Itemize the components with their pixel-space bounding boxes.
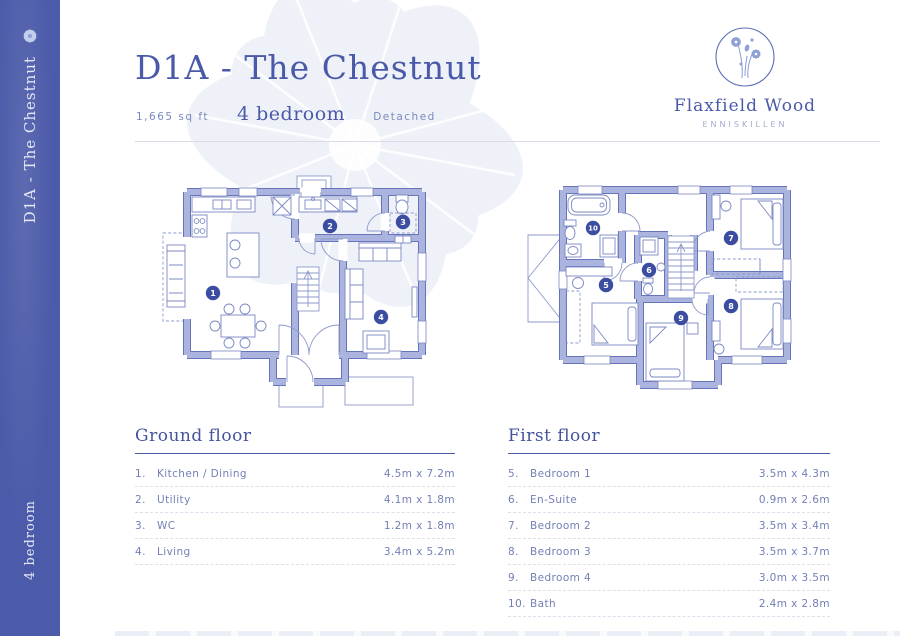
- patio: [344, 376, 414, 406]
- table-row: 5. Bedroom 1 3.5m x 4.3m: [508, 461, 830, 487]
- bedroom2-furniture: [711, 194, 784, 275]
- window: [350, 187, 374, 197]
- window: [657, 380, 693, 390]
- flower-icon: [23, 29, 37, 43]
- bedroom3-furniture: [711, 276, 784, 355]
- table-row: 8. Bedroom 3 3.5m x 3.7m: [508, 539, 830, 565]
- logo-name: Flaxfield Wood: [673, 96, 817, 116]
- window: [417, 252, 427, 282]
- svg-text:1: 1: [210, 289, 216, 298]
- sidebar-vertical-subtitle: 4 bedroom: [22, 500, 38, 580]
- page-title: D1A - The Chestnut: [135, 48, 482, 87]
- type-label: Detached: [373, 111, 436, 123]
- table-row: 7. Bedroom 2 3.5m x 3.4m: [508, 513, 830, 539]
- sidebar: [0, 0, 60, 636]
- window: [731, 355, 763, 365]
- dining-furniture: [166, 244, 267, 349]
- logo-location: ENNISKILLEN: [702, 120, 788, 129]
- room-badges: 1 2 3 4: [205, 214, 411, 325]
- table-row: 4. Living 3.4m x 5.2m: [135, 539, 455, 565]
- ground-floor-heading: Ground floor: [135, 426, 455, 454]
- window: [782, 318, 792, 344]
- svg-text:10: 10: [588, 225, 598, 233]
- first-floor-plan: 10 5 6 7 8 9: [527, 185, 792, 390]
- kitchen-fixtures: [191, 196, 292, 278]
- svg-text:8: 8: [728, 302, 734, 311]
- table-row: 9. Bedroom 4 3.0m x 3.5m: [508, 565, 830, 591]
- bedroom4-furniture: [645, 322, 699, 382]
- svg-text:5: 5: [603, 281, 609, 290]
- table-row: 1. Kitchen / Dining 4.5m x 7.2m: [135, 461, 455, 487]
- svg-text:6: 6: [646, 266, 652, 275]
- table-row: 2. Utility 4.1m x 1.8m: [135, 487, 455, 513]
- svg-text:2: 2: [327, 222, 333, 231]
- bedroom1-furniture: [565, 266, 639, 346]
- svg-text:4: 4: [378, 313, 384, 322]
- svg-text:7: 7: [728, 234, 734, 243]
- bedrooms-label: 4 bedroom: [237, 103, 346, 125]
- header-divider: [135, 141, 880, 142]
- ground-floor-table: Ground floor 1. Kitchen / Dining 4.5m x …: [135, 426, 455, 565]
- brand-logo: Flaxfield Wood ENNISKILLEN: [660, 26, 830, 129]
- window: [782, 258, 792, 282]
- first-floor-table: First floor 5. Bedroom 1 3.5m x 4.3m 6. …: [508, 426, 830, 617]
- spec-row: 1,665 sq ft 4 bedroom Detached: [136, 103, 436, 125]
- logo-flowers-icon: [715, 27, 775, 87]
- utility-fixtures: [298, 196, 358, 213]
- wc-fixtures: [389, 194, 417, 244]
- window: [238, 187, 258, 197]
- window: [583, 355, 611, 365]
- table-row: 3. WC 1.2m x 1.8m: [135, 513, 455, 539]
- sidebar-vertical-title: D1A - The Chestnut: [21, 56, 39, 224]
- stairs: [667, 235, 695, 299]
- stairs: [296, 266, 320, 312]
- window: [210, 350, 242, 360]
- window: [417, 320, 427, 344]
- room-badges: 10 5 6 7 8 9: [585, 220, 739, 326]
- svg-text:9: 9: [678, 314, 684, 323]
- area-label: 1,665 sq ft: [136, 111, 209, 123]
- window: [200, 187, 228, 197]
- gable-roof: [527, 234, 564, 323]
- window: [729, 185, 753, 195]
- window: [677, 185, 701, 195]
- living-furniture: [344, 242, 418, 354]
- first-floor-heading: First floor: [508, 426, 830, 454]
- bath-fixtures: [563, 194, 619, 258]
- table-row: 10. Bath 2.4m x 2.8m: [508, 591, 830, 617]
- window: [577, 185, 603, 195]
- svg-text:3: 3: [400, 218, 406, 227]
- bottom-decorative-strip: [115, 631, 900, 636]
- window: [558, 270, 568, 290]
- table-row: 6. En-Suite 0.9m x 2.6m: [508, 487, 830, 513]
- ground-floor-plan: 1 2 3 4: [162, 175, 427, 408]
- ensuite-fixtures: [639, 236, 666, 295]
